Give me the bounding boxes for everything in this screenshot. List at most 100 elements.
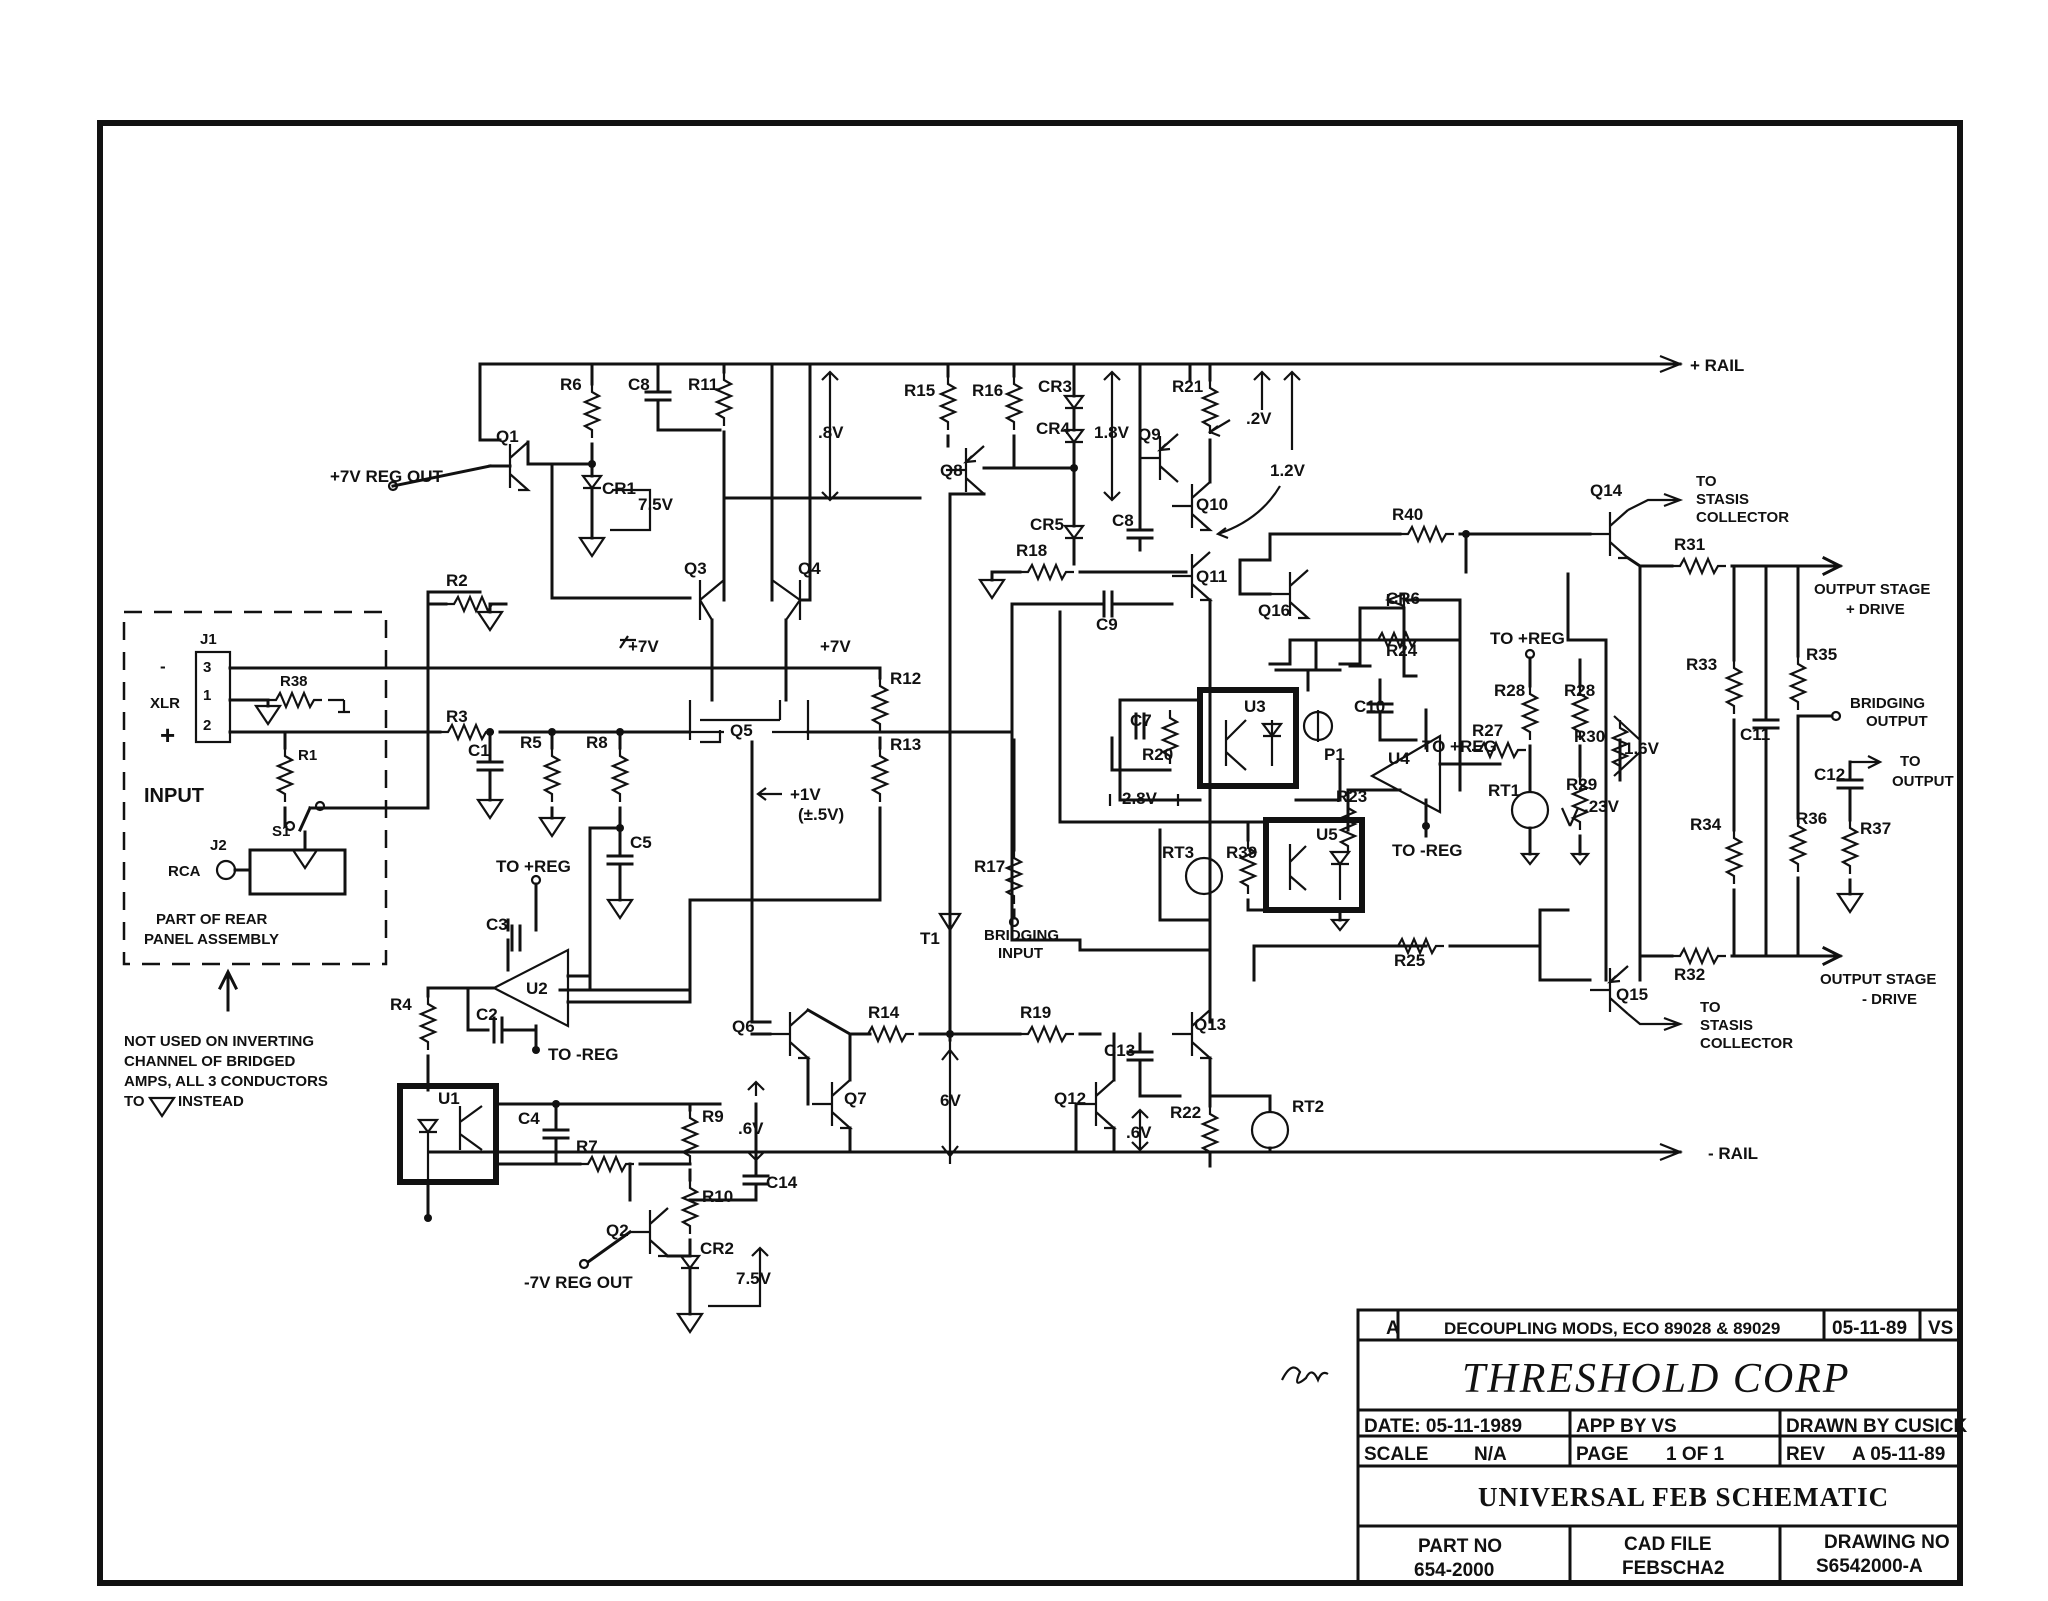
r5-label: R5 [520,733,542,752]
cad-file: FEBSCHA2 [1622,1558,1724,1579]
r39-label: R39 [1226,843,1257,862]
c4-label: C4 [518,1109,540,1128]
r1-label: R1 [298,747,317,764]
r30-label: R30 [1574,727,1605,746]
r28-label-a: R28 [1494,681,1525,700]
positive-rail-label: + RAIL [1690,356,1744,375]
out-pos-1: OUTPUT STAGE [1814,581,1930,598]
j1-label: J1 [200,631,217,648]
scale-value: N/A [1474,1444,1507,1465]
q8-label: Q8 [940,461,963,480]
r2-label: R2 [446,571,468,590]
c7-label: C7 [1130,711,1152,730]
signature [1281,1366,1329,1384]
bridging-input-1: BRIDGING [984,927,1059,944]
date-field: DATE: 05-11-1989 [1364,1416,1522,1437]
cad-file-label: CAD FILE [1624,1534,1712,1555]
r18-label: R18 [1016,541,1047,560]
c8-label-b: C8 [1112,511,1134,530]
current-sources: Q6 R14 R19 Q7 6V Q12 C13 .6V Q13 R22 [732,998,1324,1168]
rev-label: REV [1786,1444,1825,1465]
pos-reg-out-label: +7V REG OUT [330,467,444,486]
q5-label: Q5 [730,721,753,740]
footnote-line-4: TO [124,1093,145,1110]
r10-label: R10 [702,1187,733,1206]
rev-description: DECOUPLING MODS, ECO 89028 & 89029 [1444,1319,1780,1338]
to-reg-pos-2: TO +REG [1422,737,1497,756]
stasis-bottom-2: STASIS [1700,1017,1753,1034]
j2-label: J2 [210,837,227,854]
r28-label-b: R28 [1564,681,1595,700]
cr2-label: CR2 [700,1239,734,1258]
bridging-input-2: INPUT [998,945,1043,962]
c14-label: C14 [766,1173,798,1192]
r27-label: R27 [1472,721,1503,740]
to-output-1: TO [1900,753,1921,770]
q12-label: Q12 [1054,1089,1086,1108]
footnote-line-5: INSTEAD [178,1093,244,1110]
r19-label: R19 [1020,1003,1051,1022]
rt3-thermistor [1184,856,1224,896]
t1-label: T1 [920,929,940,948]
q14-label: Q14 [1590,481,1623,500]
r21-label: R21 [1172,377,1203,396]
u1-optocoupler [397,1083,499,1185]
drawing-no-label: DRAWING NO [1824,1532,1950,1553]
cr4-label: CR4 [1036,419,1071,438]
q3-label: Q3 [684,559,707,578]
to-reg-pos-label: TO +REG [1490,629,1565,648]
v12-label: 1.2V [1270,461,1306,480]
r15-label: R15 [904,381,935,400]
input-block: J1 3 1 2 - XLR + R38 R1 S1 INPUT J2 RCA … [122,590,882,966]
scale-label: SCALE [1364,1444,1428,1465]
r40-label: R40 [1392,505,1423,524]
u2-label: U2 [526,979,548,998]
company-name: THRESHOLD CORP [1462,1356,1851,1402]
cr2-voltage: 7.5V [736,1269,772,1288]
rear-panel-note-2: PANEL ASSEMBLY [144,931,279,948]
v16-label: 1.6V [1624,739,1660,758]
plus1v-label: +1V [790,785,821,804]
footnote-line-3: AMPS, ALL 3 CONDUCTORS [124,1073,328,1090]
rt2-label: RT2 [1292,1097,1324,1116]
page-value: 1 OF 1 [1666,1444,1725,1465]
v28-label: 2.8V [1122,789,1158,808]
r36-label: R36 [1796,809,1827,828]
u4-label: U4 [1388,749,1410,768]
output-protection-bottom: Q15 TO STASIS COLLECTOR [1538,964,1793,1052]
s1-label: S1 [272,823,290,840]
servo-section: TO +REG C3 U2 C2 TO -REG R4 U1 C4 [390,826,722,1222]
u5-label: U5 [1316,825,1338,844]
xlr-minus-label: - [160,657,166,676]
out-neg-1: OUTPUT STAGE [1820,971,1936,988]
xlr-label: XLR [150,695,180,712]
pin3-label: 3 [203,659,211,676]
stasis-top-1: TO [1696,473,1717,490]
r31-label: R31 [1674,535,1705,554]
rear-panel-boundary [122,610,388,966]
u5-optocoupler [1263,817,1365,913]
v06c-label: .6V [1126,1123,1152,1142]
rear-panel-note-1: PART OF REAR [156,911,268,928]
rt1-label: RT1 [1488,781,1520,800]
r9-label: R9 [702,1107,724,1126]
plus1v-tolerance: (±.5V) [798,805,844,824]
vas-stage: R15 Q8 R16 CR3 CR4 CR5 1.8V R18 C8 Q9 [904,362,1306,1042]
rca-jack [215,859,237,881]
bridging-output-2: OUTPUT [1866,713,1928,730]
v08-label: .8V [818,423,844,442]
stasis-top-2: STASIS [1696,491,1749,508]
bridging-input: R17 BRIDGING INPUT T1 [920,738,1059,1040]
rev-letter: A [1386,1318,1400,1339]
output-network: R33 R34 C11 R35 R36 BRIDGING OUTPUT C12 … [1638,564,1954,1008]
c2-label: C2 [476,1005,498,1024]
c10-label: C10 [1354,697,1385,716]
to-reg-pos-u2: TO +REG [496,857,571,876]
c5-label: C5 [630,833,652,852]
q9-label: Q9 [1138,425,1161,444]
page-label: PAGE [1576,1444,1628,1465]
r14-label: R14 [868,1003,900,1022]
plus7v-right-label: +7V [820,637,851,656]
c8-label-a: C8 [628,375,650,394]
stasis-bottom-3: COLLECTOR [1700,1035,1793,1052]
